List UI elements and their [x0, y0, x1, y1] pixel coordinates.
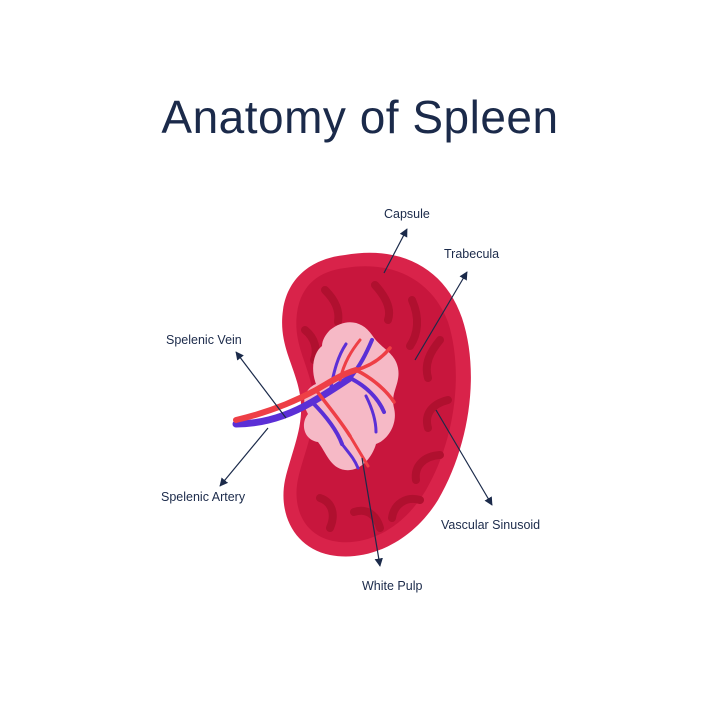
vascular-sinusoid-arrow — [435, 409, 493, 506]
trabecula-arrow — [414, 271, 468, 361]
page-title: Anatomy of Spleen — [161, 91, 559, 143]
hilum-region — [303, 322, 399, 471]
trabeculae — [301, 281, 452, 532]
white-pulp-arrow — [361, 457, 383, 567]
label-vascular-sinusoid: Vascular Sinusoid — [441, 518, 541, 532]
label-splenic-vein: Spelenic Vein — [166, 333, 242, 347]
annotation-arrows — [219, 228, 493, 567]
label-capsule: Capsule — [384, 207, 430, 221]
capsule-arrow — [383, 228, 408, 274]
splenic-artery-arrow — [219, 427, 269, 487]
splenic-artery-branches — [233, 338, 396, 468]
label-white-pulp: White Pulp — [362, 579, 423, 593]
splenic-vein-arrow — [235, 351, 287, 419]
label-trabecula: Trabecula — [444, 247, 500, 261]
label-splenic-artery: Spelenic Artery — [161, 490, 246, 504]
splenic-vein-branches — [232, 338, 386, 470]
